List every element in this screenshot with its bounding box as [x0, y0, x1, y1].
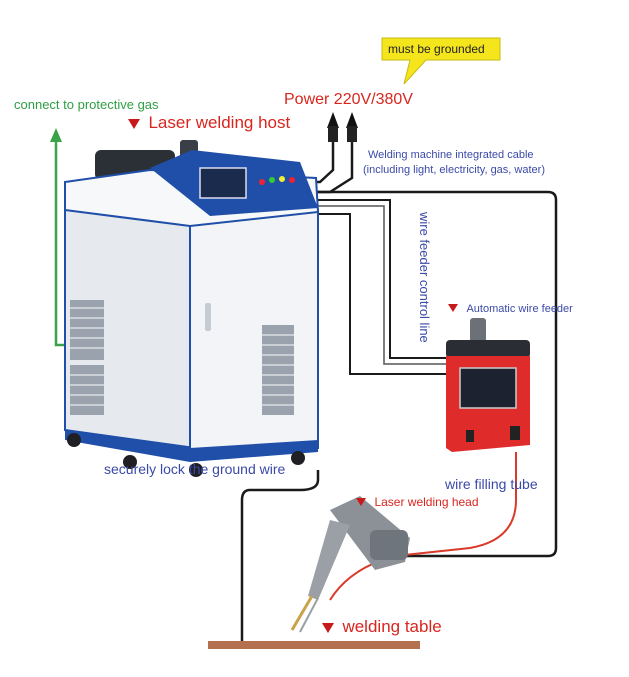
grounded-callout — [381, 37, 501, 85]
head-label: Laser welding head — [374, 495, 479, 509]
marker-triangle-icon — [448, 303, 458, 312]
filling-tube-label: wire filling tube — [445, 476, 538, 492]
integrated-cable — [310, 190, 558, 558]
cable-label-line2: (including light, electricity, gas, wate… — [363, 164, 545, 176]
feeder-control-line-2 — [318, 205, 448, 365]
wire-feeder — [446, 318, 530, 452]
laser-welding-head — [290, 496, 410, 633]
plug-arrow-icon — [327, 112, 339, 128]
power-label: Power 220V/380V — [284, 91, 413, 108]
host-label: Laser welding host — [148, 113, 291, 132]
table-label: welding table — [342, 617, 442, 636]
cable-label-line1: Welding machine integrated cable — [368, 149, 534, 161]
callout-text: must be grounded — [388, 42, 485, 56]
table-label-row: welding table — [322, 618, 442, 636]
gas-arrow-icon — [50, 128, 62, 142]
auto-feeder-label-row: Automatic wire feeder — [448, 300, 573, 316]
feeder-power-line — [318, 213, 448, 375]
head-label-row: Laser welding head — [356, 494, 479, 510]
feeder-control-label: wire feeder control line — [417, 212, 432, 343]
marker-triangle-icon — [322, 622, 334, 633]
wire-filling-tube — [329, 452, 517, 601]
ground-wire — [240, 470, 320, 642]
marker-triangle-icon — [356, 497, 366, 506]
plug-arrow-icon — [346, 112, 358, 128]
ground-label: securely lock the ground wire — [104, 461, 286, 477]
host-label-row: Laser welding host — [128, 114, 290, 132]
gas-label: connect to protective gas — [14, 97, 159, 112]
marker-triangle-icon — [128, 118, 140, 129]
auto-feeder-label: Automatic wire feeder — [466, 303, 573, 315]
feeder-control-line — [318, 199, 448, 359]
welding-table — [208, 641, 420, 649]
laser-welding-host — [64, 140, 320, 477]
